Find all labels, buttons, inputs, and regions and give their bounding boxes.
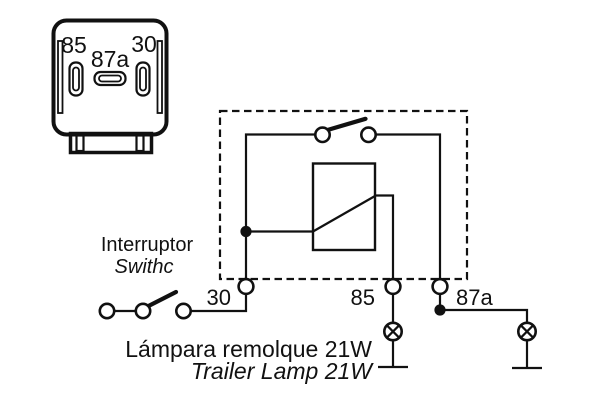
terminal-30 [237, 277, 255, 296]
relay-right-clip [156, 40, 163, 114]
external-circuit [98, 289, 542, 370]
relay-label-85: 85 [61, 32, 87, 58]
lamp-label-english: Trailer Lamp 21W [191, 358, 374, 384]
terminal-87a [431, 277, 449, 296]
terminal-85 [384, 277, 402, 296]
relay-pin-slot-87a [93, 70, 127, 87]
relay-coil [311, 162, 377, 252]
wire-87a-to-lamp [438, 294, 529, 323]
terminal-label-87a: 87a [456, 285, 493, 310]
junction-dot [240, 225, 252, 238]
junction-dot-87a [434, 304, 446, 316]
relay-base [68, 131, 154, 155]
wire-coil-to-85 [375, 194, 395, 286]
relay-schematic: 30 85 87a [207, 109, 493, 310]
terminal-label-85: 85 [351, 285, 375, 310]
wire-30-to-switch [190, 294, 248, 313]
relay-boundary-dashed-box [218, 109, 469, 281]
relay-pin-slot-30 [135, 61, 151, 97]
lamp-label-spanish: Lámpara remolque 21W [125, 336, 372, 362]
lamp-icon-left [382, 321, 403, 342]
relay-left-clip [57, 40, 64, 114]
relay-contact-switch [313, 116, 377, 144]
wire-30-to-contact [244, 133, 315, 286]
relay-label-87a: 87a [91, 46, 130, 72]
switch-label-english: Swithc [115, 256, 174, 278]
branch-87a-lamp [434, 294, 542, 370]
terminal-label-30: 30 [207, 285, 231, 310]
switch-label-spanish: Interruptor [101, 234, 194, 256]
relay-top-view-socket: 85 87a 30 [51, 18, 169, 155]
manual-switch [98, 289, 193, 320]
lamp-icon-right [516, 321, 537, 342]
relay-label-30: 30 [131, 31, 157, 57]
branch-85-lamp [378, 294, 408, 369]
relay-pin-slot-85 [68, 61, 84, 97]
wire-contact-to-87a [376, 133, 442, 286]
